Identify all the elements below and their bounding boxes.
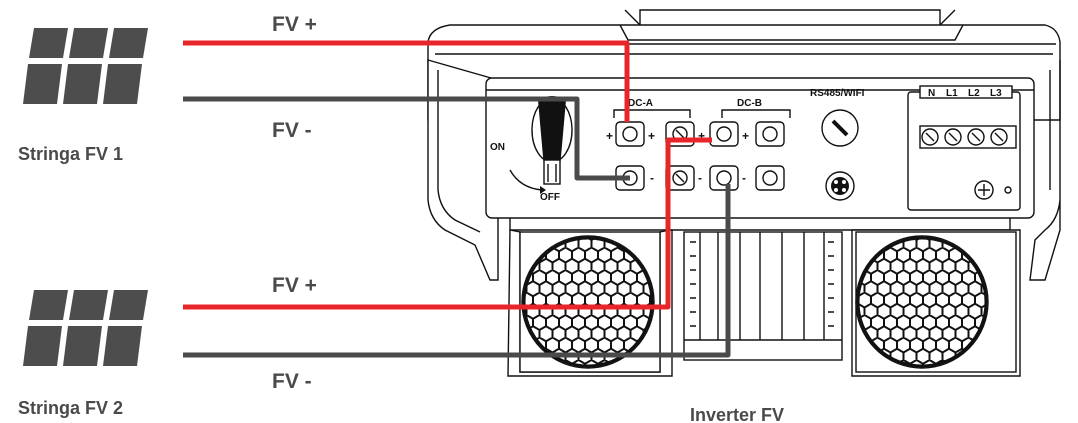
svg-text:+: + — [648, 129, 655, 143]
pv-panel-1-icon — [23, 28, 148, 104]
svg-text:+: + — [606, 129, 613, 143]
dc-negative-connectors: - - - — [615, 165, 785, 191]
comm-port[interactable] — [821, 109, 859, 201]
string-2-negative-label: FV - — [272, 370, 312, 393]
pv-panel-2-icon — [23, 290, 148, 366]
string-2-positive-label: FV + — [272, 274, 317, 297]
string-2-label: Stringa FV 2 — [18, 398, 123, 418]
svg-text:-: - — [650, 171, 654, 185]
cooling-fan-left — [507, 229, 673, 377]
comm-port-label: RS485/WIFI — [810, 88, 865, 99]
string-2-negative-wire — [183, 184, 731, 358]
ac-terminal-n: N — [928, 88, 935, 99]
switch-off-label: OFF — [540, 192, 560, 203]
dc-switch[interactable] — [509, 96, 573, 194]
cooling-fan-right — [851, 229, 1021, 377]
string-1-positive-wire — [183, 40, 630, 122]
string-1-negative-label: FV - — [272, 119, 312, 142]
string-1-negative-wire — [183, 96, 630, 181]
svg-text:-: - — [698, 171, 702, 185]
svg-text:+: + — [742, 129, 749, 143]
svg-text:+: + — [698, 129, 705, 143]
inverter-body — [427, 9, 1061, 281]
ac-terminal-l3: L3 — [990, 88, 1002, 99]
heat-sink — [683, 231, 843, 361]
switch-on-label: ON — [490, 142, 505, 153]
string-2-positive-wire — [183, 137, 712, 310]
svg-text:-: - — [742, 171, 746, 185]
dc-a-label: DC-A — [628, 98, 653, 109]
ac-terminal-l2: L2 — [968, 88, 980, 99]
ac-terminal-l1: L1 — [946, 88, 958, 99]
string-1-label: Stringa FV 1 — [18, 144, 123, 164]
ac-terminal-block: N L1 L2 L3 — [907, 85, 1021, 211]
inverter-label: Inverter FV — [690, 405, 784, 423]
dc-b-label: DC-B — [737, 98, 762, 109]
string-1-positive-label: FV + — [272, 13, 317, 36]
